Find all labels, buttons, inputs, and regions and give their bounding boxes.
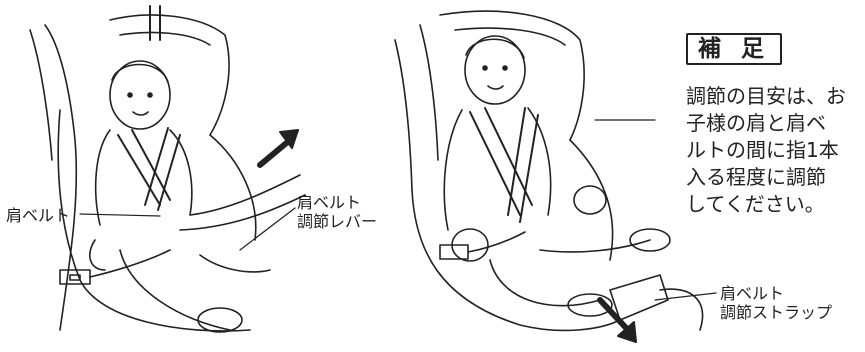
note-line-3: ルトの間に指1本 [686, 138, 839, 162]
note-title-box: 補 足 [686, 33, 782, 65]
right-car-seat-illustration [394, 10, 704, 332]
left-car-seat-illustration [29, 5, 306, 333]
adjust-strap-label-line2: 調節ストラップ [720, 303, 833, 322]
adjust-strap-label: 肩ベルト 調節ストラップ [720, 284, 832, 322]
adjust-lever-label-line2: 調節レバー [297, 212, 378, 231]
note-line-1: 調節の目安は、お [686, 84, 846, 108]
note-line-4: 入る程度に調節 [686, 165, 826, 189]
note-line-5: してください。 [686, 192, 825, 216]
shoulder-belt-label: 肩ベルト [6, 206, 71, 225]
adjust-lever-label: 肩ベルト 調節レバー [297, 193, 377, 231]
adjust-strap-label-line1: 肩ベルト [720, 284, 785, 303]
note-line-2: 子様の肩と肩ベ [686, 111, 826, 135]
adjust-lever-label-line1: 肩ベルト [297, 193, 362, 212]
